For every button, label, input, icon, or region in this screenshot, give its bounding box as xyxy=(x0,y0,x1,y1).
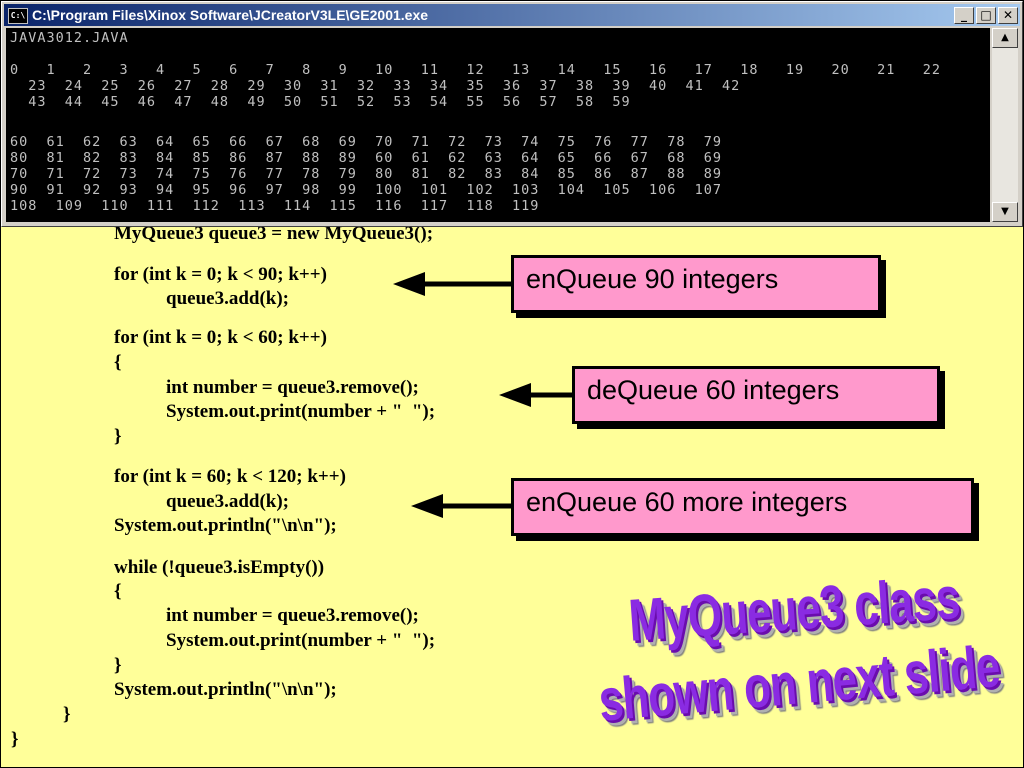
console-output[interactable]: JAVA3012.JAVA 0 1 2 3 4 5 6 7 8 9 10 11 … xyxy=(6,28,990,222)
callout-enqueue-60-more: enQueue 60 more integers xyxy=(511,478,974,536)
callout-dequeue-60: deQueue 60 integers xyxy=(572,366,940,424)
close-button[interactable]: ✕ xyxy=(998,7,1018,24)
window-title: C:\Program Files\Xinox Software\JCreator… xyxy=(32,7,429,23)
cmd-icon[interactable]: C:\ xyxy=(8,8,28,24)
console-line: 90 91 92 93 94 95 96 97 98 99 100 101 10… xyxy=(10,182,722,198)
code-line: for (int k = 0; k < 60; k++) xyxy=(114,327,327,348)
code-line: MyQueue3 queue3 = new MyQueue3(); xyxy=(114,223,434,244)
console-line: 80 81 82 83 84 85 86 87 88 89 60 61 62 6… xyxy=(10,150,722,166)
console-line: 60 61 62 63 64 65 66 67 68 69 70 71 72 7… xyxy=(10,134,722,150)
code-line: { xyxy=(114,581,122,602)
code-line: } xyxy=(11,729,19,750)
scroll-down-icon[interactable]: ▼ xyxy=(992,202,1018,222)
code-line: queue3.add(k); xyxy=(166,288,289,309)
code-line: queue3.add(k); xyxy=(166,491,289,512)
console-line: 43 44 45 46 47 48 49 50 51 52 53 54 55 5… xyxy=(10,94,631,110)
arrow-left-icon xyxy=(499,383,573,407)
window-titlebar[interactable]: C:\ C:\Program Files\Xinox Software\JCre… xyxy=(4,4,1020,26)
console-window[interactable]: C:\ C:\Program Files\Xinox Software\JCre… xyxy=(1,1,1023,227)
code-line: System.out.println("\n\n"); xyxy=(114,679,337,700)
console-line: JAVA3012.JAVA xyxy=(10,30,129,46)
code-line: System.out.print(number + " "); xyxy=(166,630,436,651)
console-line: 70 71 72 73 74 75 76 77 78 79 80 81 82 8… xyxy=(10,166,722,182)
scroll-up-icon[interactable]: ▲ xyxy=(992,28,1018,48)
code-line: } xyxy=(63,704,71,725)
console-line: 0 1 2 3 4 5 6 7 8 9 10 11 12 13 14 15 16… xyxy=(10,62,942,78)
code-line: for (int k = 0; k < 90; k++) xyxy=(114,264,327,285)
arrow-left-icon xyxy=(393,272,513,296)
code-line: } xyxy=(114,655,122,676)
code-line: System.out.print(number + " "); xyxy=(166,401,436,422)
code-line: while (!queue3.isEmpty()) xyxy=(114,557,325,578)
minimize-button[interactable]: _ xyxy=(954,7,974,24)
maximize-button[interactable]: □ xyxy=(976,7,996,24)
code-line: int number = queue3.remove(); xyxy=(166,377,419,398)
code-line: { xyxy=(114,352,122,373)
code-line: int number = queue3.remove(); xyxy=(166,605,419,626)
code-line: } xyxy=(114,426,122,447)
code-line: for (int k = 60; k < 120; k++) xyxy=(114,466,346,487)
arrow-left-icon xyxy=(411,494,513,518)
console-line: 23 24 25 26 27 28 29 30 31 32 33 34 35 3… xyxy=(10,78,741,94)
code-line: System.out.println("\n\n"); xyxy=(114,515,337,536)
vertical-scrollbar[interactable]: ▲ ▼ xyxy=(992,28,1018,222)
console-line: 108 109 110 111 112 113 114 115 116 117 … xyxy=(10,198,540,214)
callout-enqueue-90: enQueue 90 integers xyxy=(511,255,881,313)
